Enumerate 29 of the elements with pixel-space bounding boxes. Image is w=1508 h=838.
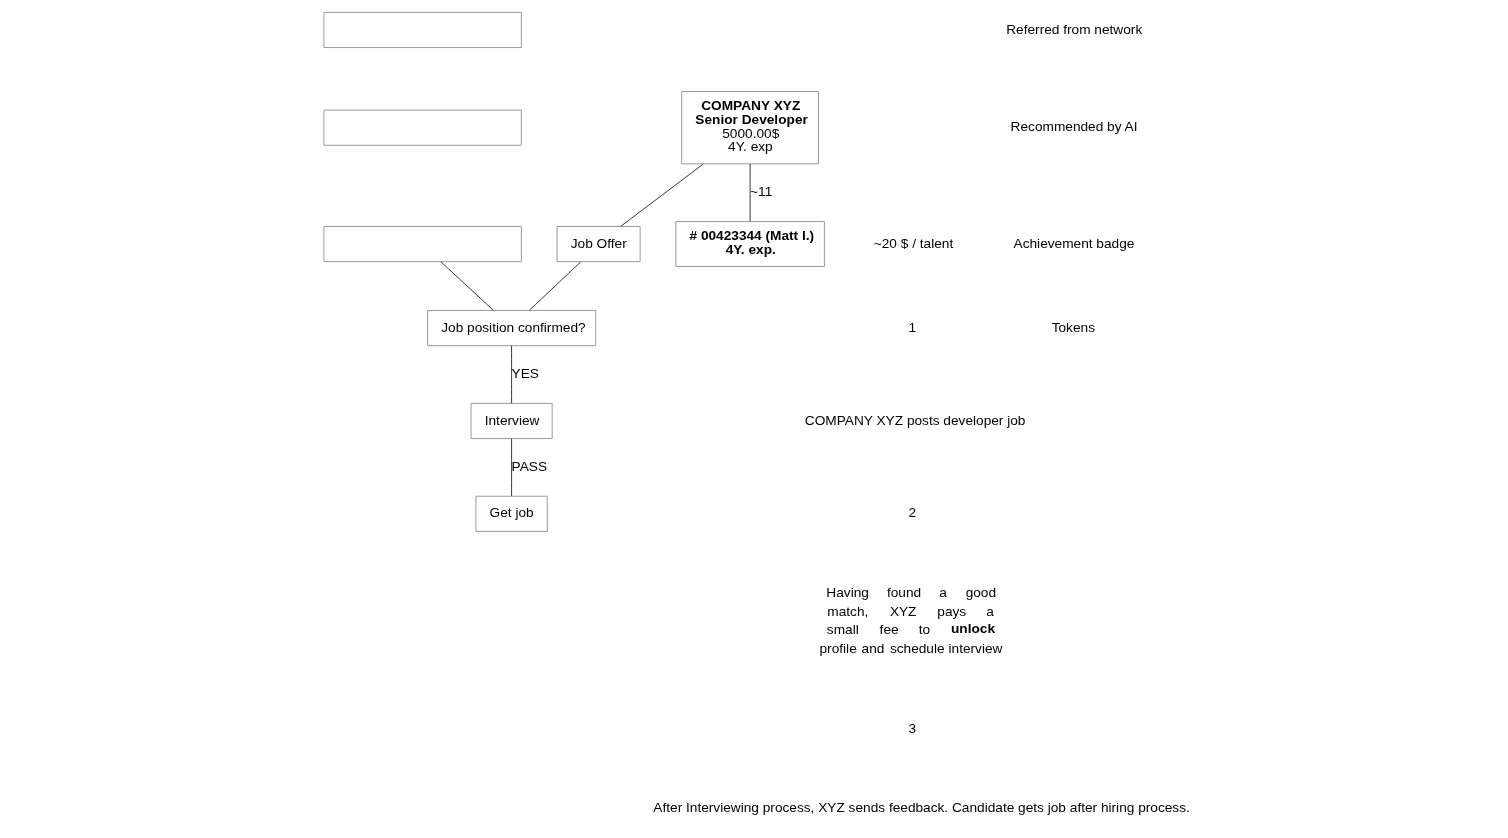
legend-label: Tokens [1051,319,1095,335]
node-box [322,225,522,263]
node-box: Get job [474,495,548,532]
legend-label: Achievement badge [1013,235,1134,251]
label: 1 [907,319,916,335]
label: After Interviewing process, XYZ sends feedback. Candidate gets job after hiring process. [652,799,1190,815]
label: 2 [907,505,916,521]
connector [510,438,512,497]
legend-label: Referred from network [1005,21,1142,37]
node-box: Interview [470,402,553,440]
node-box: Job Offer [556,225,641,263]
node-box: COMPANY XYZ Senior Developer 5000.00$ 4Y. exp [680,91,819,165]
label: Having found a good match, XYZ pays a small fee to unlock profile and schedule interview [819,585,1002,656]
connector [619,163,704,227]
label: ~20 $ / talent [873,235,953,251]
label: 3 [907,720,916,736]
connector [749,163,751,222]
node-box: Job position confirmed? [426,310,596,347]
label: COMPANY XYZ posts developer job [804,412,1025,428]
legend-label: Recommended by AI [1010,119,1138,135]
node-box [322,11,522,49]
edge-label: YES [511,366,539,382]
connector [528,261,581,311]
connector [440,261,494,311]
node-box [322,109,522,146]
node-box: # 00423344 (Matt I.) 4Y. exp. [674,221,825,267]
edge-label: PASS [511,459,547,474]
edge-label: ~11 [749,184,772,200]
connector [510,345,512,404]
